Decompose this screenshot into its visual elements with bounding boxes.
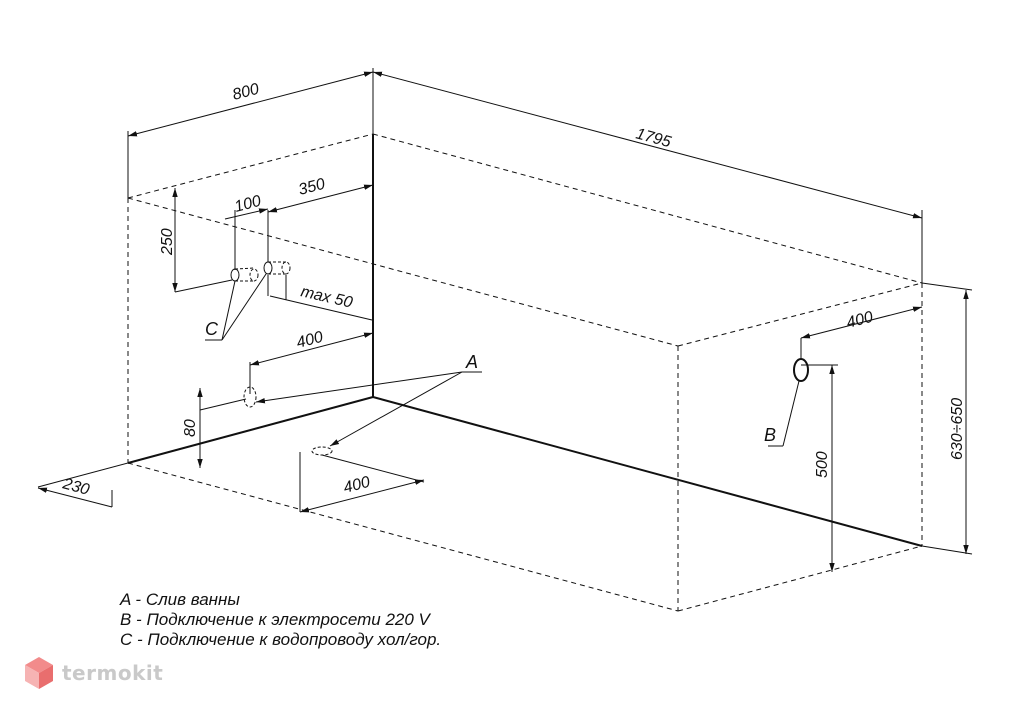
- dim-400-right-label: 400: [845, 309, 875, 332]
- marker-c-label: C: [205, 319, 219, 339]
- legend-item-b: B - Подключение к электросети 220 V: [120, 610, 430, 629]
- dimension-400-right: [800, 306, 923, 360]
- dim-max-50-label: max 50: [299, 283, 354, 311]
- leader-a: [255, 371, 482, 447]
- legend: A - Слив ванны B - Подключение к электро…: [120, 590, 441, 650]
- dim-500-label: 500: [814, 451, 831, 478]
- floor-drain-icon: [311, 446, 333, 456]
- outlet-icon: [793, 358, 809, 382]
- dimension-350: [267, 134, 374, 262]
- legend-item-c: C - Подключение к водопроводу хол/гор.: [120, 630, 442, 649]
- dim-80-label: 80: [182, 419, 199, 437]
- brand-logo: termokit: [24, 656, 163, 690]
- dim-230-label: 230: [60, 475, 91, 499]
- dim-400-floor-label: 400: [342, 474, 372, 497]
- dimension-630-650: [921, 282, 973, 555]
- marker-a-label: A: [465, 352, 478, 372]
- dimension-max-50: [267, 275, 373, 321]
- power-outlet: [793, 358, 809, 382]
- dim-250-label: 250: [159, 228, 176, 256]
- hot-inlet-icon: [263, 261, 273, 275]
- dim-400-wall-label: 400: [295, 329, 325, 352]
- dim-1795-label: 1795: [634, 125, 673, 151]
- leader-b: [768, 380, 800, 447]
- cold-inlet-icon: [230, 268, 240, 282]
- dimension-80: [197, 388, 247, 468]
- dimension-400-wall: [249, 332, 374, 394]
- overflow-drain-icon: [243, 386, 257, 408]
- water-inlets: [230, 261, 291, 282]
- dim-630-650-label: 630÷650: [949, 398, 966, 460]
- marker-b-label: B: [764, 425, 776, 445]
- brand-name: termokit: [62, 661, 164, 685]
- dimension-250: [172, 188, 233, 293]
- drain-floor: [311, 446, 333, 456]
- dim-350-label: 350: [297, 176, 327, 199]
- dimension-1795: [372, 71, 923, 283]
- dim-100-label: 100: [233, 193, 263, 216]
- leader-c: [205, 273, 267, 341]
- dimension-100: [224, 208, 269, 270]
- dimension-400-floor: [299, 452, 425, 513]
- legend-item-a: A - Слив ванны: [120, 590, 240, 609]
- hexagon-cube-icon: [25, 657, 53, 689]
- dim-800-label: 800: [231, 81, 261, 104]
- dimension-230: [37, 462, 129, 508]
- dimension-500: [801, 364, 838, 572]
- drain-wall: [243, 386, 257, 408]
